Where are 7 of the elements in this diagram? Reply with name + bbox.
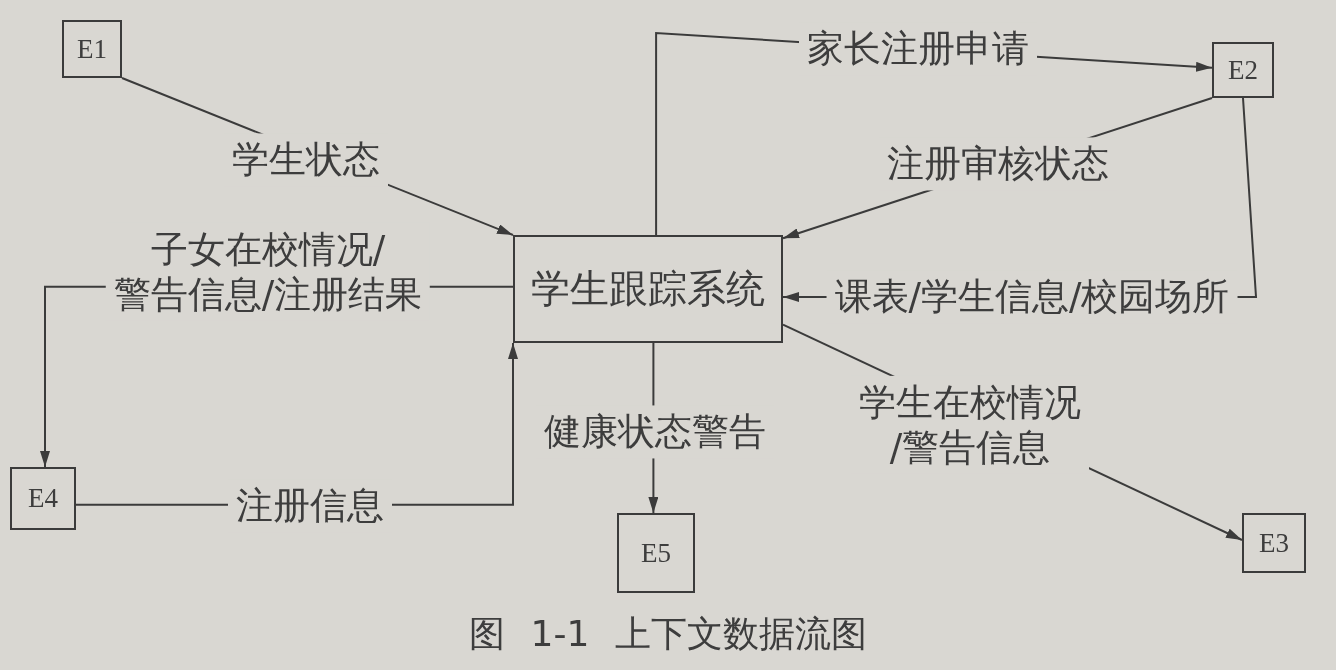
process-box: 学生跟踪系统 — [513, 235, 783, 343]
entity-box: E4 — [10, 467, 76, 530]
caption: 图 1-1 上下文数据流图 — [469, 611, 867, 656]
entity-box: E2 — [1212, 42, 1274, 98]
entity-box: E3 — [1242, 513, 1306, 573]
entity-box: E1 — [62, 20, 122, 78]
entity-box: E5 — [617, 513, 695, 593]
